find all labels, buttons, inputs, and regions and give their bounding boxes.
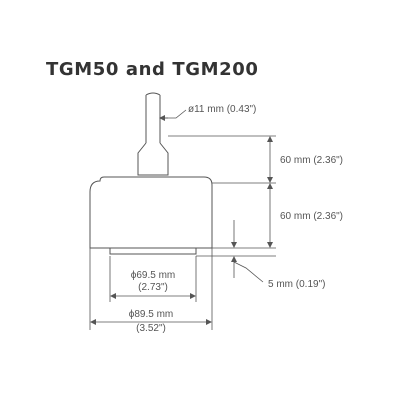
diagram-title: TGM50 and TGM200 [46,59,259,80]
sensor-outline [89,92,213,255]
cable-diameter-label: ø11 mm (0.43") [188,104,256,115]
body-diameter-mm-label: ϕ89.5 mm [129,309,174,320]
base-foot [109,247,197,255]
upper-height-label: 60 mm (2.36") [280,155,343,166]
dimension-labels: ø11 mm (0.43") 60 mm (2.36") 60 mm (2.36… [129,104,343,334]
body-height-label: 60 mm (2.36") [280,211,343,222]
base-diameter-in-label: (2.73") [138,282,168,293]
cable [145,95,161,143]
neck [137,142,169,176]
base-diameter-mm-label: ϕ69.5 mm [131,270,176,281]
base-height-label: 5 mm (0.19") [268,279,325,290]
cable-end [145,92,161,96]
body-diameter-in-label: (3.52") [136,323,166,334]
housing-body [89,176,213,249]
dimension-lines [89,109,276,330]
